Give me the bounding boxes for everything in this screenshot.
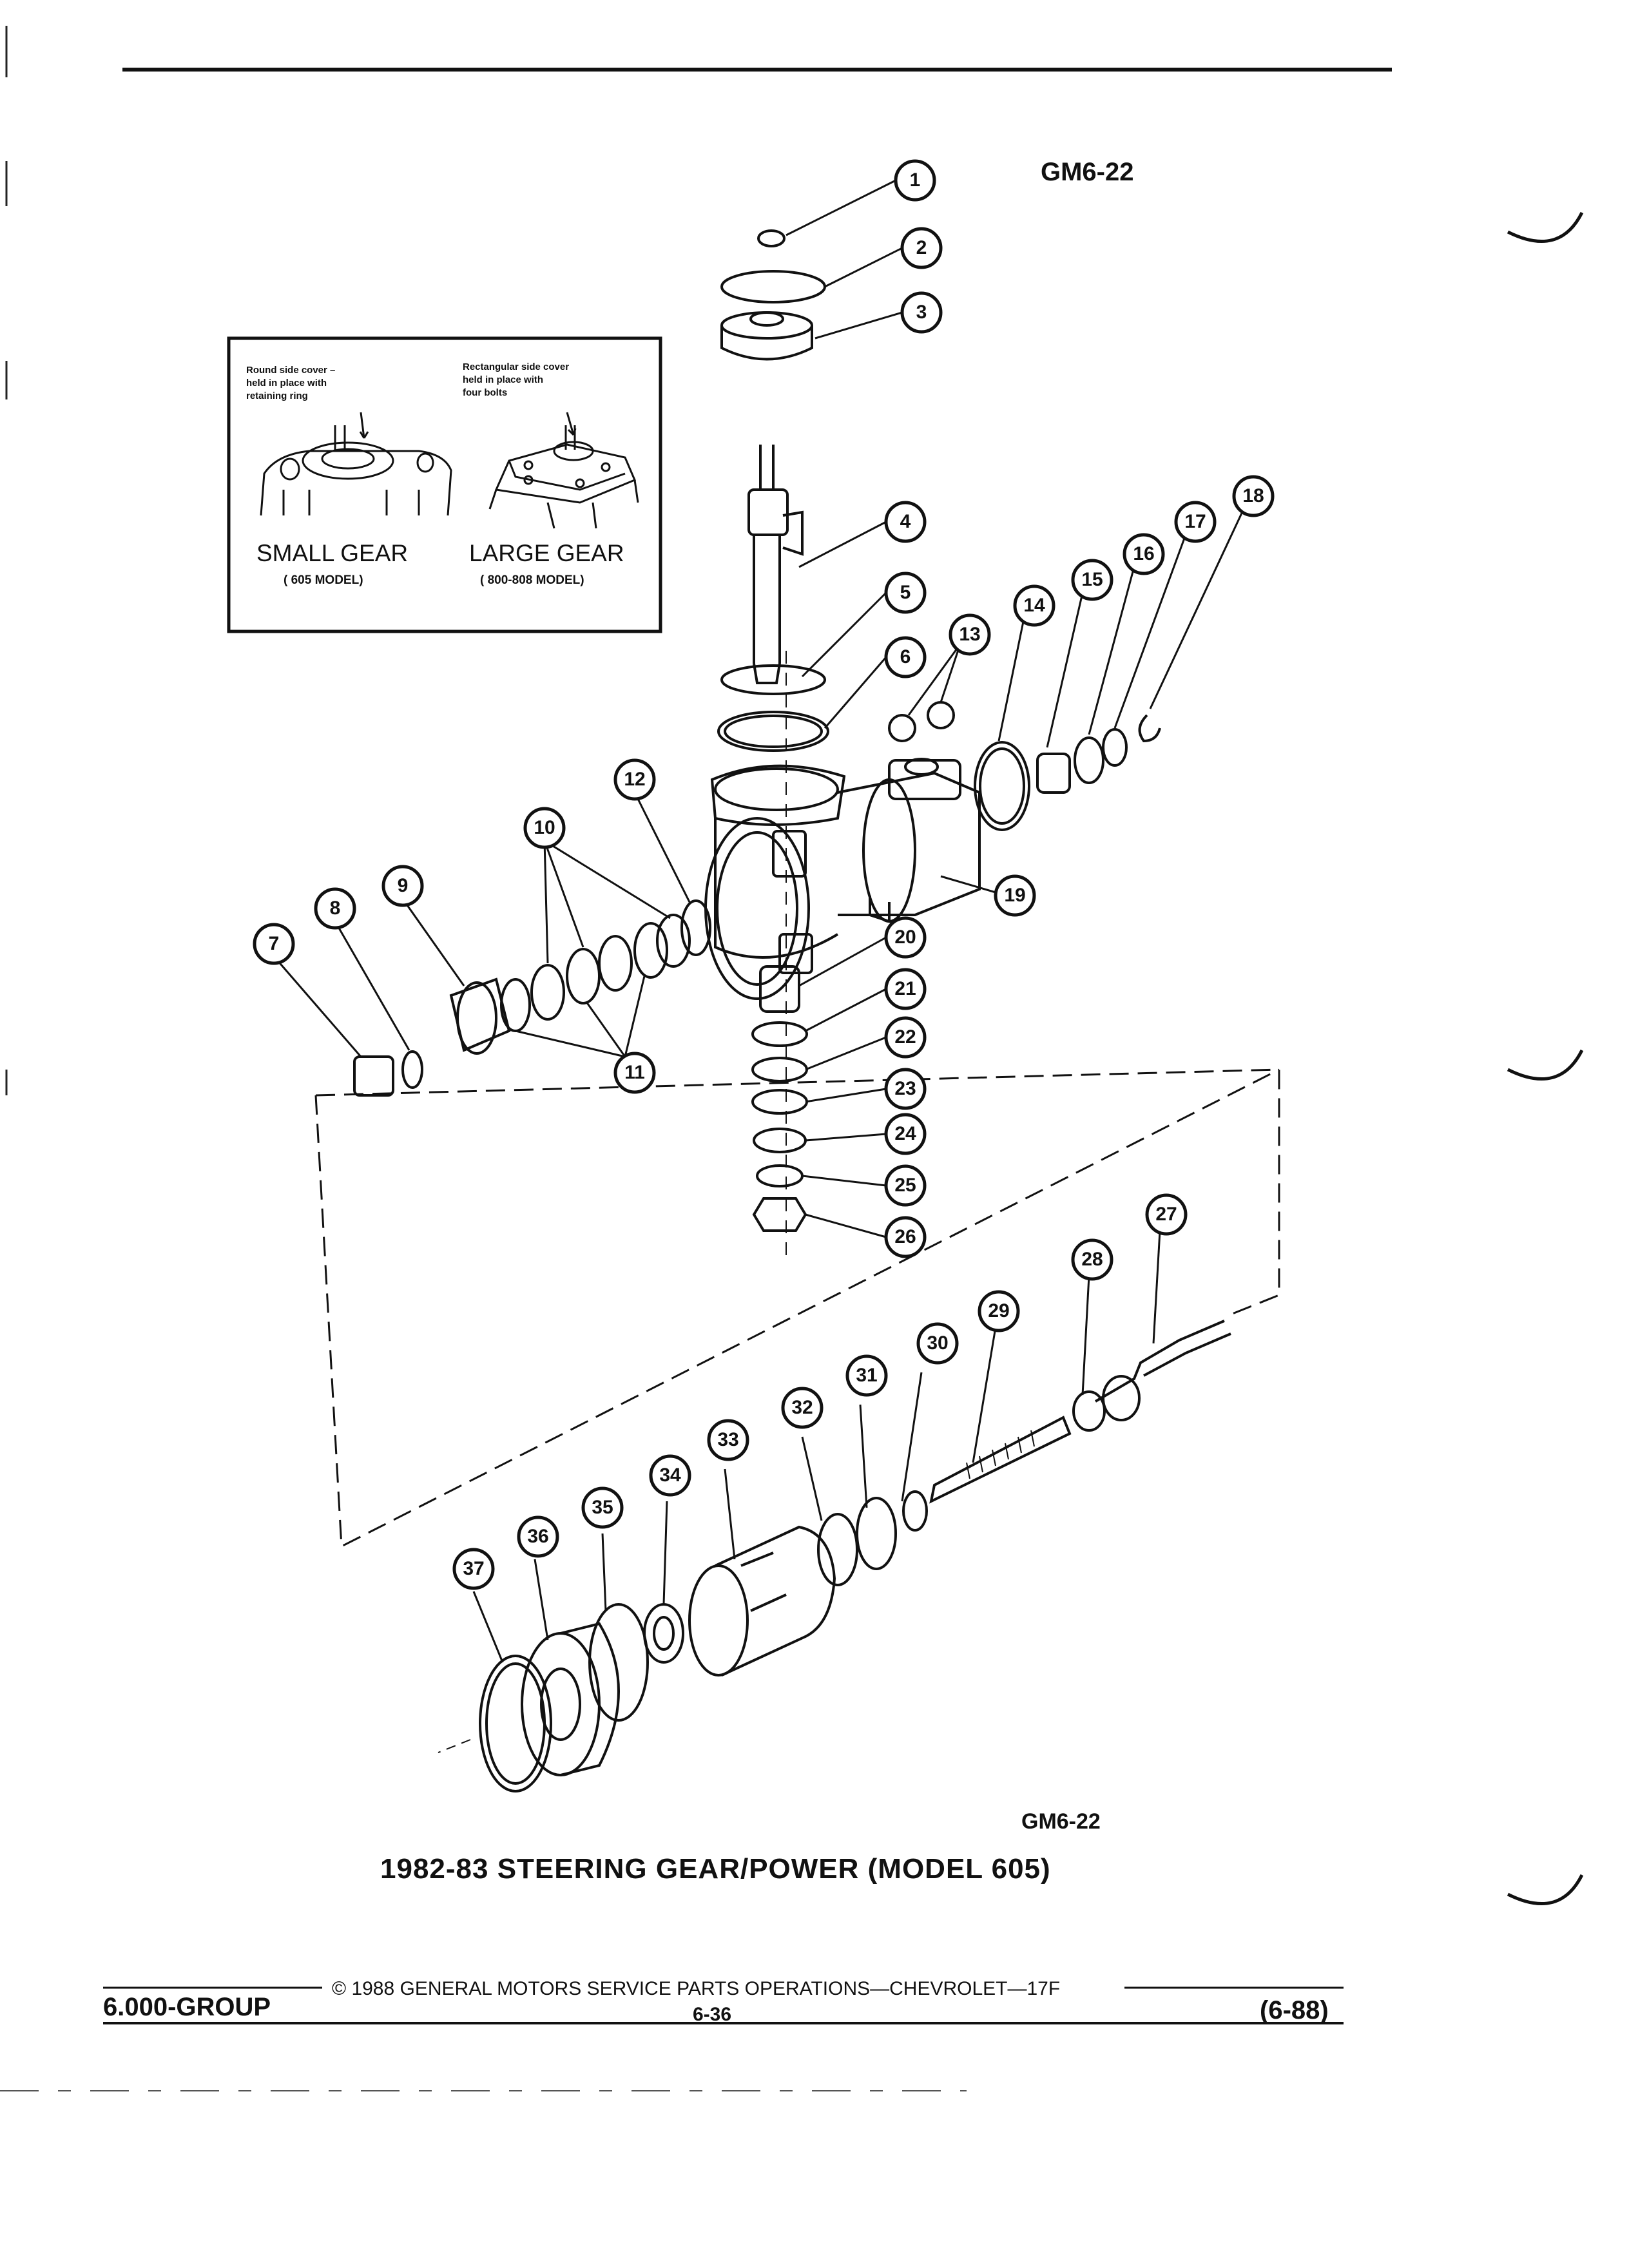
callout-33: 33 [717,1429,739,1450]
callout-10: 10 [534,817,555,838]
inset-box [227,336,662,633]
copyright: © 1988 GENERAL MOTORS SERVICE PARTS OPER… [332,1978,1061,1999]
inset-left-note-2: held in place with [246,378,327,389]
small-gear-model: ( 605 MODEL) [284,573,363,587]
callout-28: 28 [1081,1249,1103,1270]
page-number: 6-36 [693,2004,732,2025]
callout-36: 36 [527,1526,549,1547]
inset-left-note-3: retaining ring [246,390,308,401]
leader-lines [276,179,1245,1663]
callout-13: 13 [959,624,981,645]
inset-left-note-1: Round side cover – [246,365,336,376]
large-gear-sketch [488,412,639,529]
callout-18: 18 [1242,485,1264,506]
callout-3: 3 [916,302,927,323]
callout-25: 25 [894,1175,916,1196]
callout-5: 5 [900,582,911,603]
figure-code: GM6-22 [1041,158,1134,186]
callout-35: 35 [592,1497,613,1518]
callout-16: 16 [1133,543,1155,564]
callout-34: 34 [659,1465,681,1486]
callout-27: 27 [1155,1204,1177,1225]
callout-37: 37 [463,1558,485,1579]
callout-8: 8 [329,898,341,919]
punch-marks [1507,211,1584,1905]
callout-20: 20 [894,927,916,948]
callout-2: 2 [916,237,927,258]
callout-21: 21 [894,978,916,999]
callout-1: 1 [909,169,921,191]
group-label: 6.000-GROUP [103,1993,271,2021]
callout-4: 4 [900,511,911,532]
callout-23: 23 [894,1078,916,1099]
inset-right-note-2: held in place with [463,374,544,385]
callout-22: 22 [894,1026,916,1048]
callout-19: 19 [1004,885,1026,906]
callout-31: 31 [856,1365,878,1386]
callout-32: 32 [791,1397,813,1418]
callout-9: 9 [397,875,409,896]
large-gear-label: LARGE GEAR [469,540,624,566]
callout-26: 26 [894,1226,916,1247]
inset-right-note-1: Rectangular side cover [463,361,570,372]
inset-right-note-3: four bolts [463,387,508,398]
callout-30: 30 [927,1332,949,1354]
callout-7: 7 [268,933,280,954]
parts [353,229,1231,1792]
callout-12: 12 [624,769,646,790]
figure-code-bottom: GM6-22 [1021,1809,1101,1834]
callout-6: 6 [900,646,911,668]
callout-17: 17 [1184,511,1206,532]
callout-11: 11 [624,1062,645,1083]
callout-15: 15 [1081,569,1103,590]
callout-14: 14 [1023,595,1045,616]
callout-24: 24 [894,1123,916,1144]
figure-title: 1982-83 STEERING GEAR/POWER (MODEL 605) [380,1853,1051,1885]
revision-date: (6-88) [1260,1996,1329,2024]
callout-29: 29 [988,1300,1010,1321]
small-gear-label: SMALL GEAR [256,540,409,566]
assembly-outline-lower [314,1068,1280,1548]
small-gear-sketch [260,412,452,516]
callout-circles [253,159,1275,1590]
large-gear-model: ( 800-808 MODEL) [480,573,584,587]
